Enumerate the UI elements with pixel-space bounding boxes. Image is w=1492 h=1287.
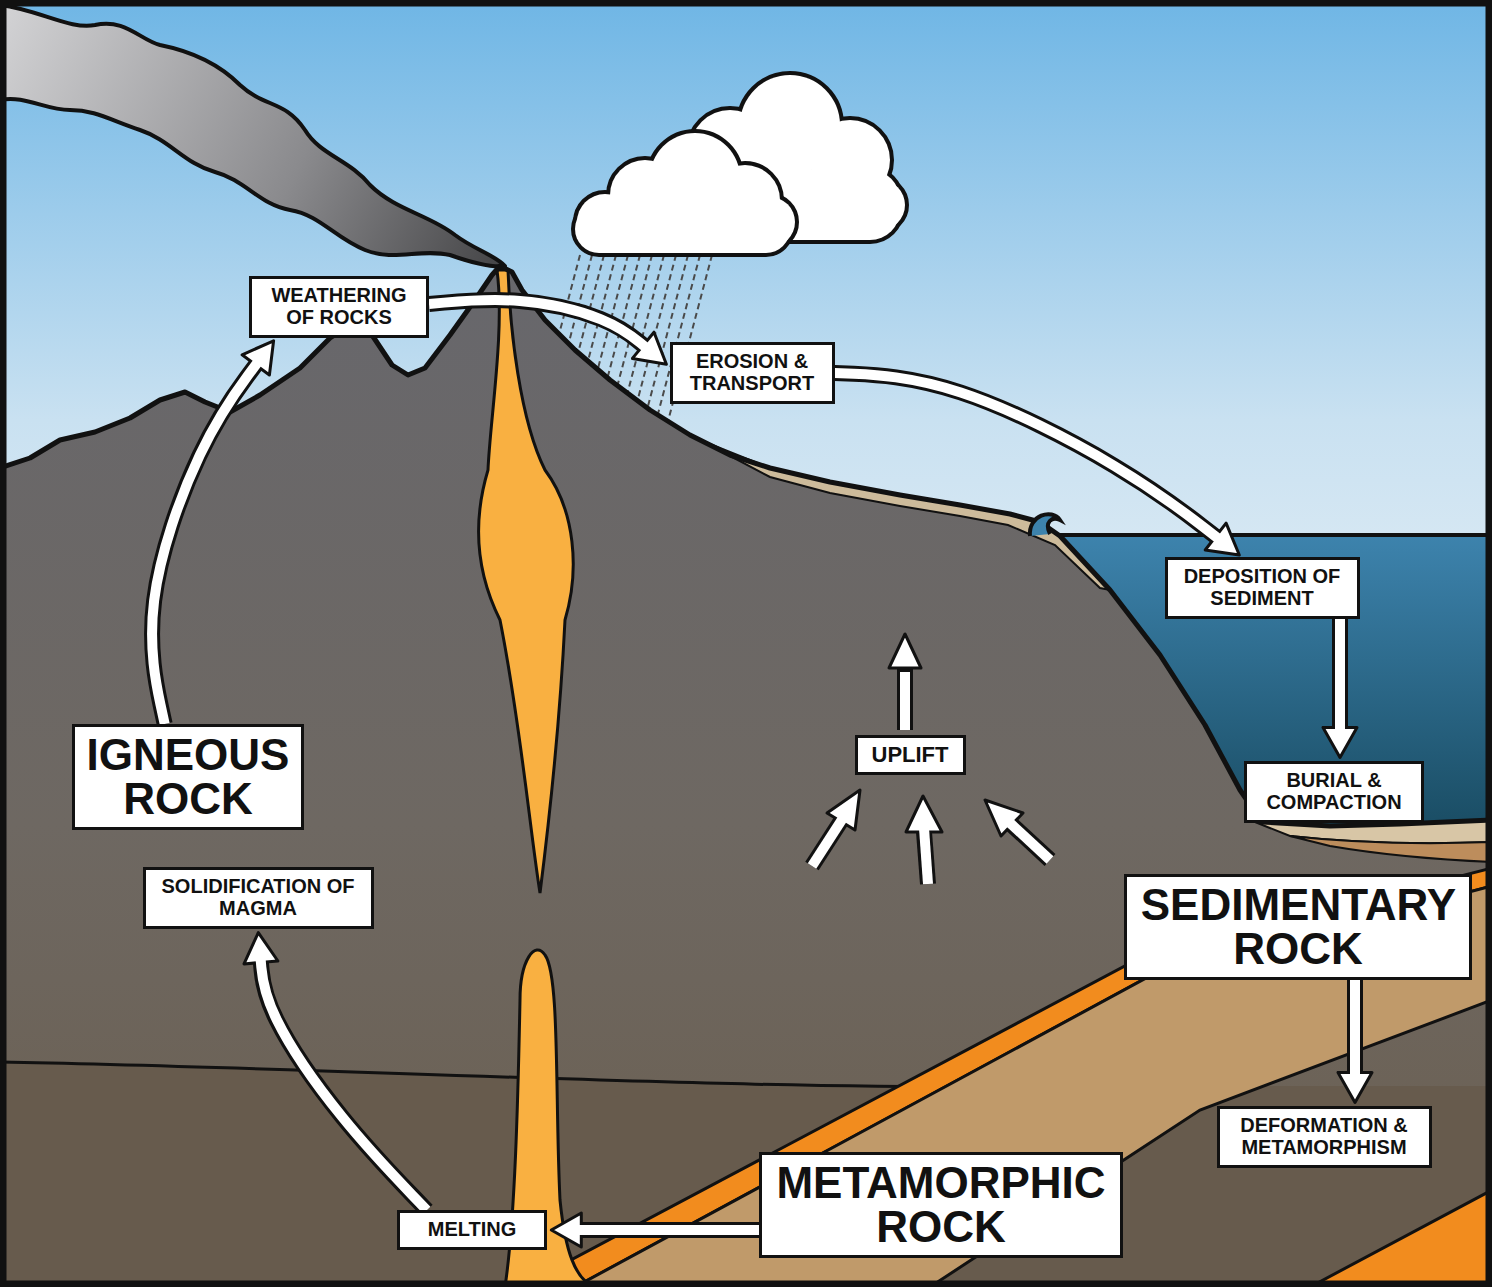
arrow-head <box>1323 727 1357 757</box>
molten-layer <box>1310 1190 1492 1287</box>
arrow-shaft <box>835 373 1219 539</box>
arrow-head <box>551 1213 581 1247</box>
arrow-shaft <box>429 300 646 348</box>
box-label: SOLIDIFICATION OF MAGMA <box>156 876 361 919</box>
coastal-sediment <box>700 440 1110 590</box>
volcanic-smoke <box>0 5 505 266</box>
process-box: MELTING <box>397 1210 548 1250</box>
cloud-front <box>575 133 795 253</box>
process-box: SOLIDIFICATION OF MAGMA <box>143 867 374 928</box>
cycle-arrow <box>1323 619 1357 758</box>
sea-surface <box>1040 533 1492 537</box>
cycle-arrow <box>835 373 1240 555</box>
box-label: IGNEOUS ROCK <box>87 733 290 821</box>
molten-layer <box>520 868 1492 1287</box>
arrow-head <box>889 634 921 668</box>
cycle-arrow <box>244 933 427 1211</box>
land-surface <box>0 266 1492 826</box>
arrow-outline <box>897 668 913 730</box>
uplift-arrows <box>812 634 1050 884</box>
arrow-shaft <box>152 362 258 724</box>
cycle-arrow <box>551 1213 759 1247</box>
box-label: EROSION & TRANSPORT <box>685 351 820 394</box>
arrow-outline <box>835 373 1216 537</box>
cloud-outline <box>575 205 790 253</box>
process-box: EROSION & TRANSPORT <box>670 342 835 403</box>
cloud-fill <box>575 205 790 253</box>
box-label: METAMORPHIC ROCK <box>776 1161 1105 1249</box>
arrow-shaft <box>900 672 910 730</box>
box-label: DEPOSITION OF SEDIMENT <box>1180 566 1345 609</box>
arrow-shaft <box>1350 980 1360 1076</box>
arrow-shaft <box>812 818 843 866</box>
box-label: DEFORMATION & METAMORPHISM <box>1232 1115 1417 1158</box>
wave <box>1030 514 1060 536</box>
box-label: MELTING <box>428 1219 517 1241</box>
arrow-shaft <box>1335 619 1345 732</box>
magma-conduit <box>479 270 574 893</box>
arrow-shaft <box>261 958 427 1210</box>
process-box: UPLIFT <box>855 735 966 775</box>
arrow-head <box>1338 1072 1372 1102</box>
frame <box>3 3 1489 1284</box>
process-box: WEATHERING OF ROCKS <box>249 276 429 337</box>
arrow-shaft <box>577 1225 759 1235</box>
cycle-arrow <box>1338 980 1372 1102</box>
cycle-arrow <box>152 341 274 724</box>
cycle-arrow <box>429 300 666 364</box>
arrow-outline <box>261 962 427 1210</box>
rock-type-box: METAMORPHIC ROCK <box>759 1152 1122 1258</box>
box-label: SEDIMENTARY ROCK <box>1141 883 1456 971</box>
arrow-shaft <box>1009 822 1050 860</box>
arrow-head <box>906 796 942 832</box>
box-label: WEATHERING OF ROCKS <box>264 285 414 328</box>
process-box: DEPOSITION OF SEDIMENT <box>1165 557 1360 618</box>
arrow-shaft <box>924 828 928 884</box>
process-box: DEFORMATION & METAMORPHISM <box>1217 1106 1432 1167</box>
rock-type-box: IGNEOUS ROCK <box>72 724 305 830</box>
seafloor-sediment-lower <box>1290 836 1492 862</box>
rock-type-box: SEDIMENTARY ROCK <box>1124 874 1473 980</box>
box-label: BURIAL & COMPACTION <box>1259 770 1409 813</box>
box-label: UPLIFT <box>872 743 949 767</box>
process-box: BURIAL & COMPACTION <box>1244 761 1424 822</box>
ground <box>0 266 1492 1287</box>
